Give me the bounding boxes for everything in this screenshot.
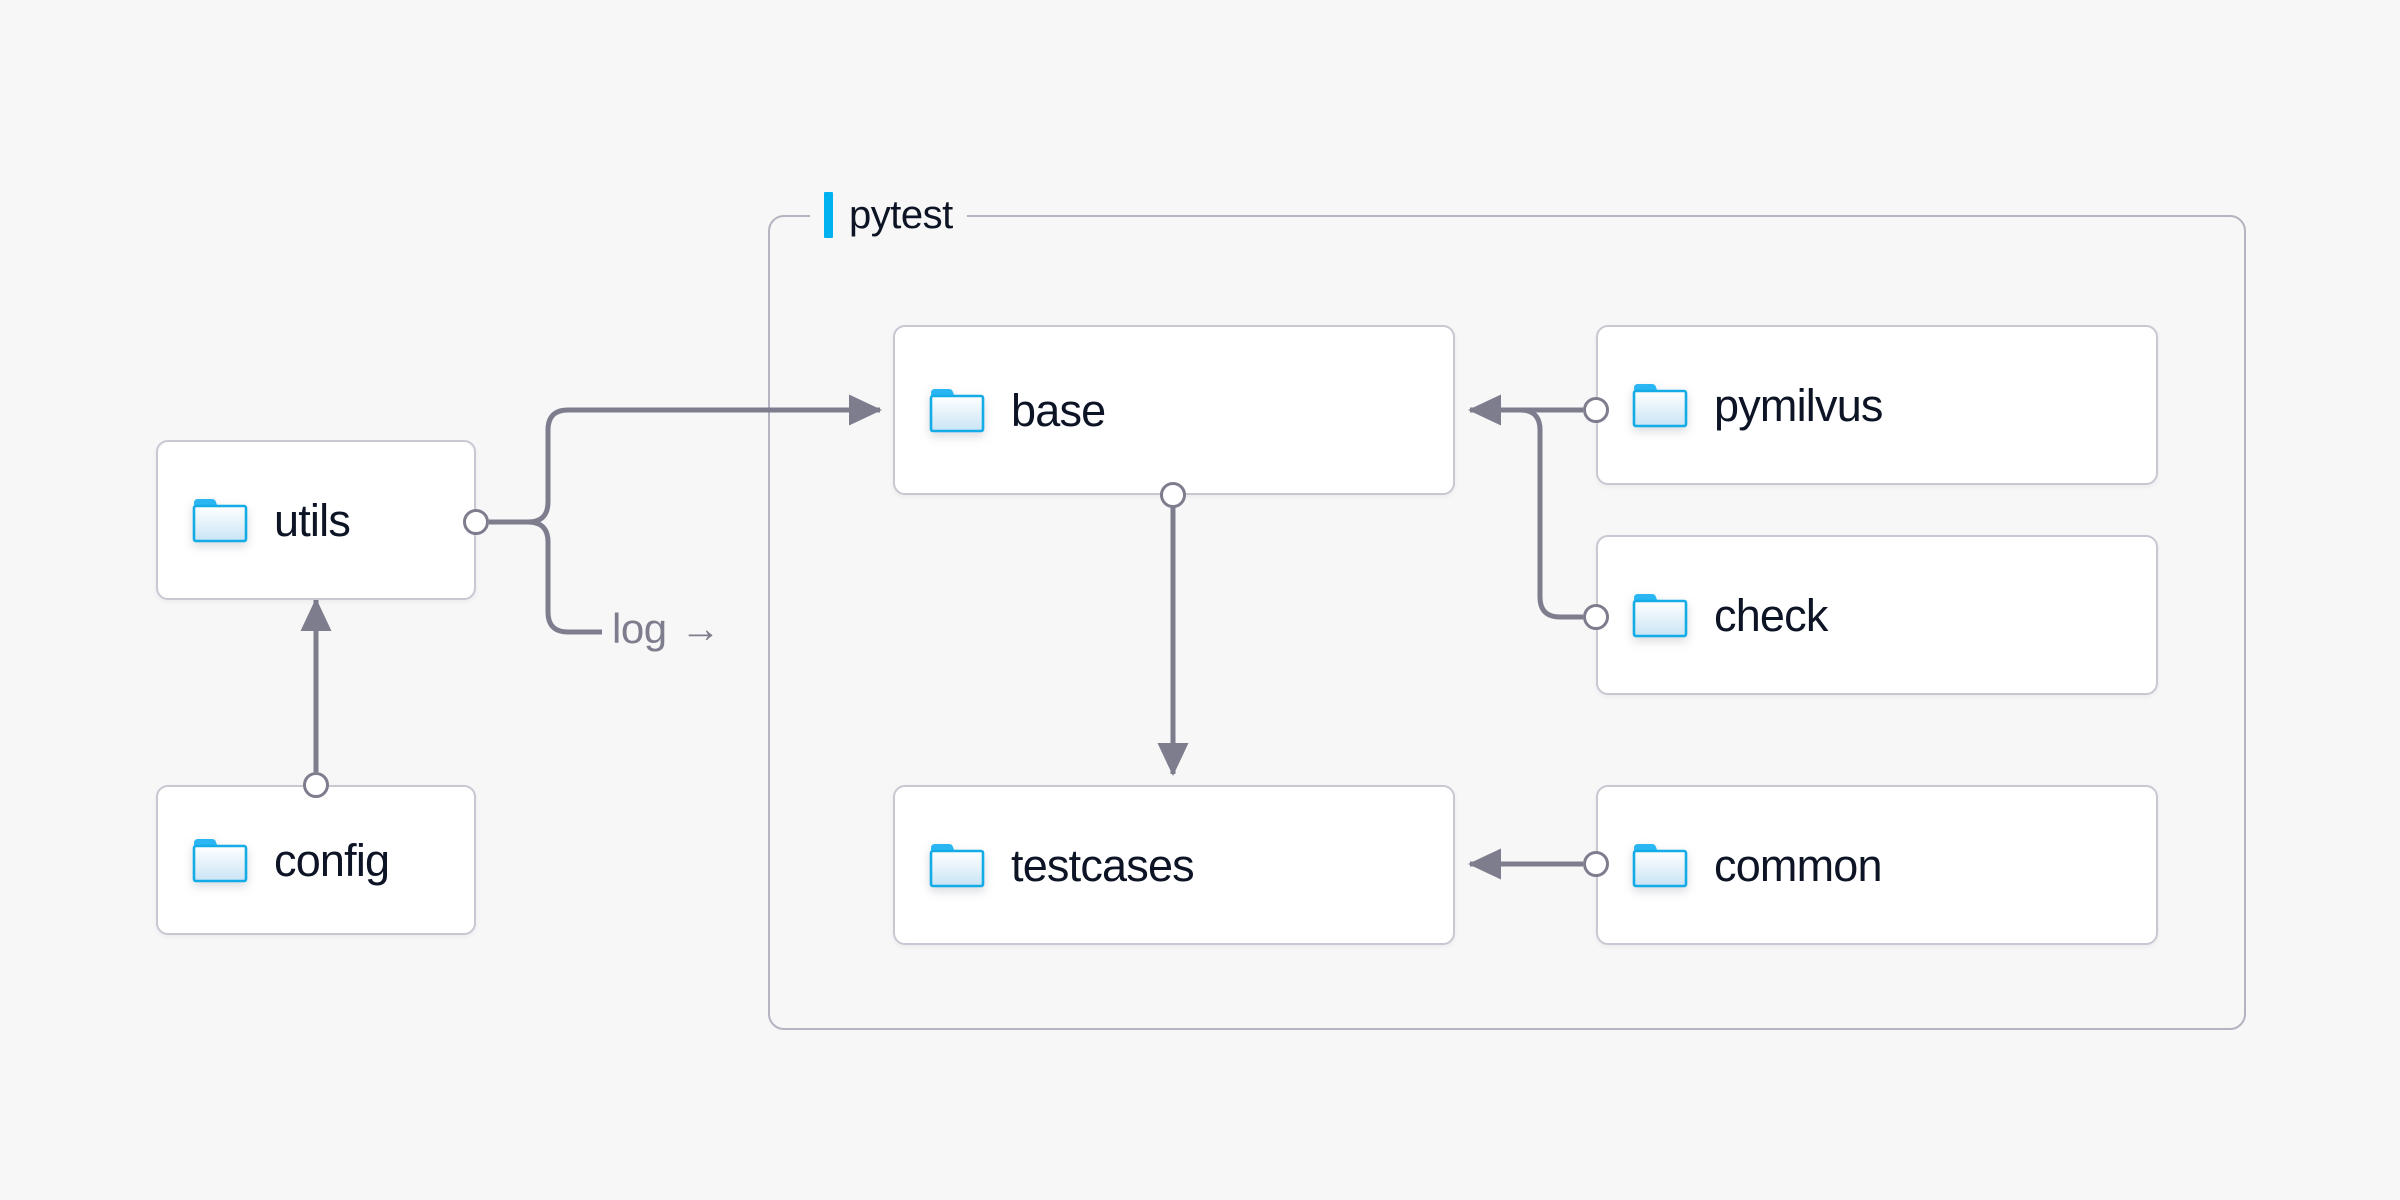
port-common-left[interactable] — [1583, 851, 1609, 877]
wire-utils-to-log — [527, 519, 602, 635]
node-label: utils — [274, 494, 351, 546]
folder-icon — [192, 839, 248, 883]
node-label: config — [274, 834, 390, 886]
edge-label-log-text: log — [612, 605, 667, 652]
node-label: base — [1011, 384, 1106, 436]
folder-icon — [1632, 844, 1688, 888]
node-utils[interactable]: utils — [156, 440, 476, 600]
node-label: check — [1714, 589, 1828, 641]
port-config-top[interactable] — [303, 772, 329, 798]
port-base-bottom[interactable] — [1160, 482, 1186, 508]
node-testcases[interactable]: testcases — [893, 785, 1455, 945]
edge-label-log: log → — [606, 605, 727, 652]
folder-icon — [192, 499, 248, 543]
group-pytest-label: pytest — [810, 192, 967, 238]
folder-icon — [929, 844, 985, 888]
group-label-text: pytest — [849, 193, 953, 237]
port-check-left[interactable] — [1583, 604, 1609, 630]
node-label: common — [1714, 839, 1883, 891]
folder-icon — [1632, 594, 1688, 638]
node-config[interactable]: config — [156, 785, 476, 935]
node-label: testcases — [1011, 839, 1195, 891]
group-pytest — [768, 215, 2246, 1030]
node-label: pymilvus — [1714, 379, 1883, 431]
node-common[interactable]: common — [1596, 785, 2158, 945]
folder-icon — [1632, 384, 1688, 428]
port-utils-right[interactable] — [463, 509, 489, 535]
group-accent-bar — [824, 192, 833, 238]
folder-icon — [929, 389, 985, 433]
port-pymilvus-left[interactable] — [1583, 397, 1609, 423]
node-base[interactable]: base — [893, 325, 1455, 495]
node-pymilvus[interactable]: pymilvus — [1596, 325, 2158, 485]
node-check[interactable]: check — [1596, 535, 2158, 695]
arrow-right-icon: → — [680, 607, 721, 651]
